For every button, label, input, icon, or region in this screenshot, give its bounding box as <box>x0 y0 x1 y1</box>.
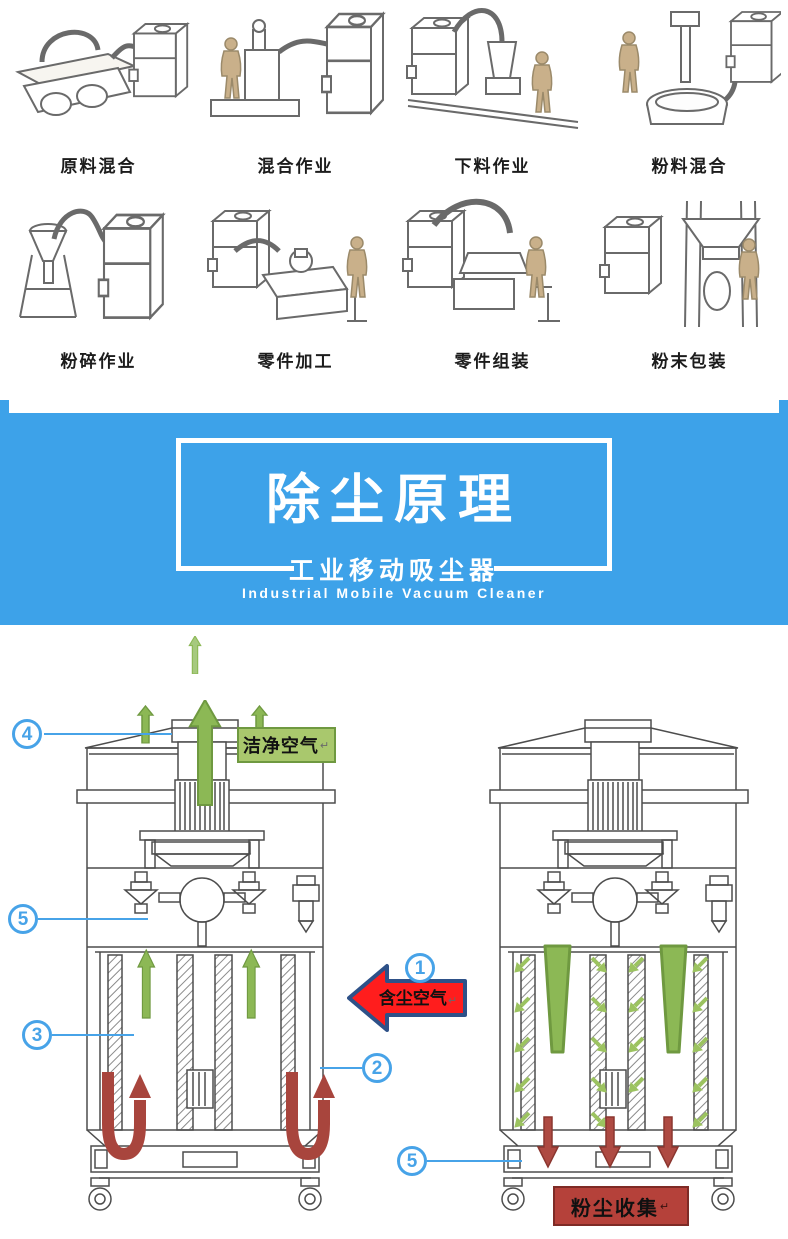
dust-collection-text: 粉尘收集 <box>570 1197 659 1220</box>
callout-number: 5 <box>17 908 29 930</box>
app-cell-crushing-operation: 粉碎作业 <box>0 195 197 390</box>
callout-line-5-left <box>38 918 148 920</box>
app-cell-unloading-operation: 下料作业 <box>394 0 591 195</box>
dusty-air-text: 含尘空气 <box>378 989 447 1008</box>
recirculation-arrow-right <box>286 1072 335 1161</box>
return-mark: ↵ <box>447 995 458 1007</box>
illustration-crushing-operation <box>18 208 164 319</box>
app-caption: 粉料混合 <box>651 157 728 176</box>
filter-down-wedge <box>543 944 688 1054</box>
callout-number: 3 <box>31 1024 43 1046</box>
callout-line-5-right <box>427 1160 522 1162</box>
dusty-air-label: 含尘空气↵ <box>372 984 464 1009</box>
illustration-unloading-operation <box>405 8 578 129</box>
banner-frame <box>176 438 612 571</box>
callout-5-left: 5 <box>8 904 38 934</box>
callout-number: 2 <box>371 1057 383 1079</box>
dust-drop-arrows <box>537 1116 679 1168</box>
principle-banner: 除尘原理 工业移动吸尘器 Industrial Mobile Vacuum Cl… <box>0 413 788 625</box>
clean-air-label: 洁净空气↵ <box>237 727 336 763</box>
app-caption: 原料混合 <box>60 157 137 176</box>
application-grid: 原料混合 混合作业 <box>0 0 788 392</box>
callout-2: 2 <box>362 1053 392 1083</box>
banner-title: 除尘原理 <box>266 470 522 530</box>
banner-subtitle: 工业移动吸尘器 <box>288 557 499 585</box>
principle-diagram: 洁净空气↵ 含尘空气↵ <box>0 625 788 1239</box>
app-caption: 粉碎作业 <box>60 352 137 371</box>
callout-number: 4 <box>21 723 33 745</box>
machine-right-airflow-overlay <box>513 944 709 1168</box>
exhaust-air-arrow-icon <box>188 636 202 674</box>
app-caption: 混合作业 <box>257 157 334 176</box>
return-mark: ↵ <box>659 1200 672 1213</box>
banner-subtitle-en: Industrial Mobile Vacuum Cleaner <box>241 585 547 601</box>
return-mark: ↵ <box>319 739 331 752</box>
banner-edge-tab-left <box>0 400 9 414</box>
banner-frame-bottom-left <box>176 566 294 571</box>
app-caption: 粉末包装 <box>651 352 728 371</box>
app-caption: 零件加工 <box>257 352 334 371</box>
callout-3: 3 <box>22 1020 52 1050</box>
illustration-parts-assembly <box>401 199 560 322</box>
illustration-powder-mixing <box>618 11 781 125</box>
illustration-mixing-operation <box>209 12 384 117</box>
callout-number: 1 <box>414 957 426 979</box>
app-cell-parts-machining: 零件加工 <box>197 195 394 390</box>
app-cell-powder-mixing: 粉料混合 <box>591 0 788 195</box>
dust-collection-label: 粉尘收集↵ <box>553 1186 689 1226</box>
callout-5-right: 5 <box>397 1146 427 1176</box>
machine-left-airflow-overlay <box>102 700 335 1161</box>
app-caption: 零件组装 <box>454 352 531 371</box>
app-caption: 下料作业 <box>454 157 531 176</box>
callout-line-4 <box>44 733 172 735</box>
callout-1: 1 <box>405 953 435 983</box>
callout-number: 5 <box>406 1150 418 1172</box>
banner-frame-bottom-right <box>494 566 612 571</box>
app-cell-mixing-operation: 混合作业 <box>197 0 394 195</box>
illustration-powder-packing <box>598 200 761 328</box>
dusty-air-inlet-arrow <box>347 964 467 1032</box>
callout-4: 4 <box>12 719 42 749</box>
app-cell-raw-material-mixing: 原料混合 <box>0 0 197 195</box>
recirculation-arrow-left <box>102 1072 151 1161</box>
callout-line-2 <box>320 1067 362 1069</box>
clean-air-text: 洁净空气 <box>242 736 319 756</box>
banner-edge-tab-right <box>779 400 788 414</box>
illustration-raw-material-mixing <box>14 23 188 116</box>
app-cell-parts-assembly: 零件组装 <box>394 195 591 390</box>
callout-line-3 <box>52 1034 134 1036</box>
illustration-parts-machining <box>206 210 367 322</box>
app-cell-powder-packing: 粉末包装 <box>591 195 788 390</box>
